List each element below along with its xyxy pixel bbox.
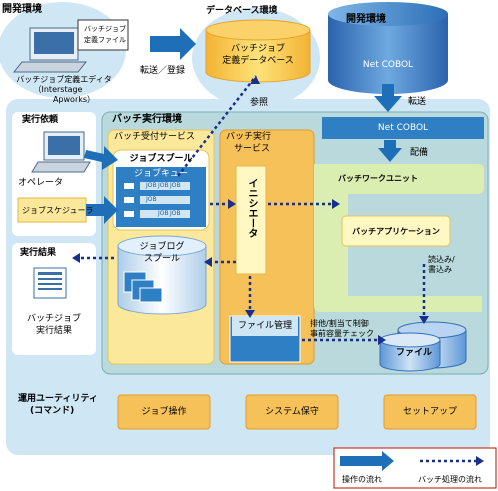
exclusion-label-1: 排他/割当て制御 — [310, 319, 369, 328]
exec-result-box — [12, 243, 96, 355]
job-op-box — [117, 394, 211, 430]
exec-service-label-2: サービス — [234, 144, 271, 154]
doc-label-2: 定義ファイル — [84, 36, 126, 44]
job-spool-label: ジョブスプール — [129, 154, 193, 164]
deploy-label: 配備 — [410, 148, 429, 158]
dev-env-right-cylinder — [328, 2, 448, 94]
legend-frame — [333, 447, 497, 489]
ops-title-1: 運用ユーティリティ — [18, 394, 98, 404]
legend-op-flow: 操作の流れ — [342, 475, 382, 484]
job-tag-1: JOB — [146, 182, 157, 189]
editor-sub: （Interstage — [33, 85, 83, 94]
scheduler-box — [17, 197, 87, 223]
job-log-spool-cylinder — [117, 235, 207, 315]
job-tag-2: JOB — [158, 182, 169, 189]
job-tag-6: JOB — [170, 210, 181, 217]
job-tag-3: JOB — [170, 182, 181, 189]
transfer-register-label: 転送／登録 — [140, 66, 186, 76]
net-cobol-bar-label: Net COBOL — [377, 123, 429, 133]
editor-label: バッチジョブ定義エディタ — [16, 75, 112, 84]
job-queue-label: ジョブキュー — [133, 169, 188, 179]
op-flow-arrows — [84, 28, 402, 224]
file-label: ファイル — [396, 348, 433, 358]
computer-icon-dev — [12, 27, 88, 73]
job-op-label: ジョブ操作 — [141, 407, 187, 417]
setup-label: セットアップ — [402, 407, 457, 417]
job-queue-rows — [124, 182, 190, 218]
editor-sub2: Apworks） — [52, 95, 96, 104]
db-cylinder — [205, 19, 311, 83]
batch-env-title: バッチ実行環境 — [112, 114, 182, 125]
ops-title-2: (コマンド) — [30, 406, 75, 416]
exclusion-label-2: 事前容量チェック — [310, 329, 374, 338]
doc-label-1: バッチジョブ — [84, 25, 126, 33]
initiator-label: イニシエータ — [246, 178, 257, 238]
rw-label-2: 書込み — [428, 265, 452, 274]
db-label-2: 定義データベース — [222, 56, 294, 66]
transfer-label: 転送 — [408, 97, 427, 107]
dev-env-right-title: 開発環境 — [346, 14, 386, 25]
net-cobol-bar — [322, 117, 484, 139]
setup-box — [383, 394, 477, 430]
batch-flow-arrows — [78, 75, 426, 342]
computer-icon-operator — [31, 131, 91, 173]
db-label-1: バッチジョブ — [230, 44, 285, 54]
sys-maint-label: システム保守 — [265, 407, 319, 417]
file-mgmt-label-bg — [232, 316, 298, 336]
job-tag-4: JOB — [146, 196, 157, 203]
file-cylinder — [379, 321, 467, 372]
sys-maint-box — [245, 394, 339, 430]
scheduler-label: ジョブスケジューラ — [22, 206, 94, 215]
db-env-title: データベース環境 — [206, 6, 278, 16]
job-log-label-1: ジョブログ — [139, 242, 185, 252]
dev-env-left-title: 開発環境 — [2, 4, 42, 15]
reception-label: バッチ受付サービス — [114, 132, 196, 142]
exec-result-title: 実行結果 — [20, 248, 57, 258]
work-unit-label: バッチワークユニット — [338, 174, 418, 183]
file-mgmt-label: ファイル管理 — [237, 321, 292, 331]
initiator-box — [235, 165, 267, 275]
operator-label: オペレータ — [18, 178, 64, 188]
dev-env-right-cobol: Net COBOL — [362, 60, 414, 70]
app-box — [341, 215, 451, 247]
exec-request-title: 実行依頼 — [22, 115, 59, 125]
rw-label-1: 読込み/ — [428, 255, 455, 264]
exec-service-label-1: バッチ実行 — [226, 132, 272, 142]
exec-result-label-2: 実行結果 — [35, 326, 72, 336]
app-label: バッチアプリケーション — [352, 227, 440, 236]
job-tag-5: JOB — [158, 210, 169, 217]
legend-batch-flow: バッチ処理の流れ — [418, 475, 482, 484]
reference-label: 参照 — [250, 98, 269, 108]
exec-result-label-1: バッチジョブ — [26, 314, 81, 324]
result-doc-icon — [33, 267, 67, 299]
doc-icon — [77, 19, 129, 51]
job-log-label-2: スプール — [143, 254, 180, 264]
batch-flow-arrowheads — [72, 76, 429, 345]
